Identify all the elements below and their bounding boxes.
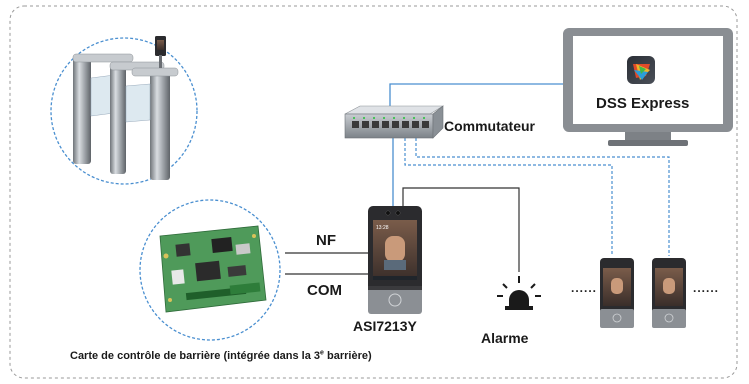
turnstile-gate-image <box>72 36 179 180</box>
device-label: ASI7213Y <box>353 318 417 334</box>
ellipsis-right: ...... <box>693 281 720 295</box>
network-lines <box>389 83 563 208</box>
network-switch-icon <box>344 105 445 139</box>
monitor-icon <box>563 28 733 146</box>
terminal-device-1 <box>600 258 634 328</box>
network-lines-dashed <box>404 138 670 256</box>
dss-app-icon <box>627 56 655 84</box>
wire-lines <box>285 187 520 275</box>
software-label: DSS Express <box>596 95 690 112</box>
alarm-beacon-icon <box>497 276 541 310</box>
device-screen-time: 13:28 <box>376 225 389 231</box>
circuit-board-image <box>159 225 267 313</box>
com-label: COM <box>307 282 342 299</box>
wire-alarm <box>402 187 520 272</box>
board-caption: Carte de contrôle de barrière (intégrée … <box>70 349 372 362</box>
network-line-switch-monitor <box>389 83 563 110</box>
control-board-group <box>139 199 281 341</box>
nf-label: NF <box>316 232 336 249</box>
network-line-terminal-1 <box>404 138 613 256</box>
caption-text-after: barrière) <box>323 350 372 362</box>
turnstile-group <box>50 36 198 185</box>
ellipsis-left: ...... <box>571 281 598 295</box>
switch-label: Commutateur <box>444 118 536 134</box>
face-recognition-terminal-icon <box>368 206 422 314</box>
terminal-device-2 <box>652 258 686 328</box>
alarm-label: Alarme <box>481 330 529 346</box>
caption-superscript: e <box>320 349 324 357</box>
outer-frame <box>9 5 738 379</box>
network-line-terminal-2 <box>415 138 670 256</box>
caption-text-before: Carte de contrôle de barrière (intégrée … <box>70 350 321 362</box>
